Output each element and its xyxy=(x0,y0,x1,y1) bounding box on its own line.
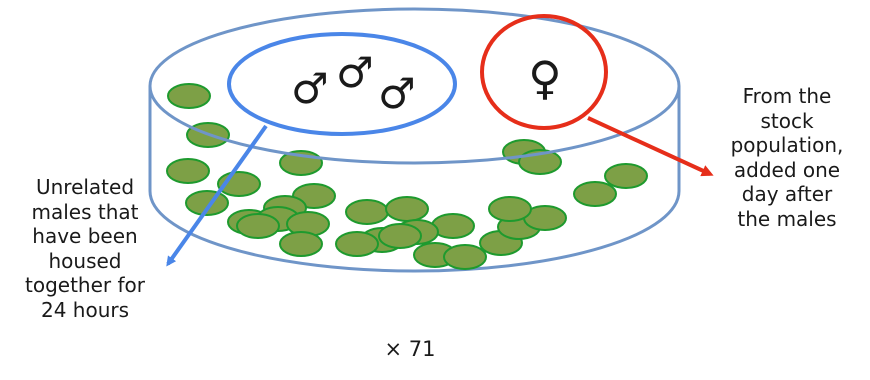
food-disc xyxy=(385,196,429,222)
female-caption-line: added one xyxy=(733,157,841,182)
food-disc xyxy=(488,196,532,222)
food-disc xyxy=(167,83,211,109)
male-caption-line: together for xyxy=(25,273,145,297)
male-caption-line: housed xyxy=(48,248,122,273)
food-disc xyxy=(279,231,323,257)
food-disc xyxy=(335,231,379,257)
dish-bottom-rim xyxy=(148,190,681,273)
male-caption-line: Unrelated xyxy=(35,175,135,199)
female-caption-line: From the xyxy=(742,84,832,108)
food-disc xyxy=(236,213,280,239)
female-symbol: ♀ xyxy=(528,51,562,105)
female-caption-line: the males xyxy=(737,206,837,231)
male-enclosure-circle xyxy=(227,32,457,136)
female-caption-line: day after xyxy=(741,182,833,206)
food-disc xyxy=(378,223,422,249)
male-caption-line: have been xyxy=(32,224,138,248)
male-symbol-1: ♂ xyxy=(291,64,329,113)
female-caption-line: population, xyxy=(730,133,844,157)
female-arrow xyxy=(587,116,714,177)
male-symbol-2: ♂ xyxy=(336,48,374,97)
replicate-count: × 71 xyxy=(384,337,436,361)
food-disc xyxy=(443,244,487,270)
male-arrow xyxy=(166,124,268,267)
male-symbol-3: ♂ xyxy=(378,69,416,118)
food-disc xyxy=(573,181,617,207)
dish-top-rim xyxy=(148,7,681,165)
food-disc xyxy=(604,163,648,189)
female-enclosure-circle xyxy=(480,14,608,130)
food-disc xyxy=(345,199,389,225)
male-caption-line: males that xyxy=(31,199,139,224)
food-disc xyxy=(166,158,210,184)
male-caption-line: 24 hours xyxy=(40,297,130,322)
female-caption-line: stock xyxy=(760,108,814,133)
